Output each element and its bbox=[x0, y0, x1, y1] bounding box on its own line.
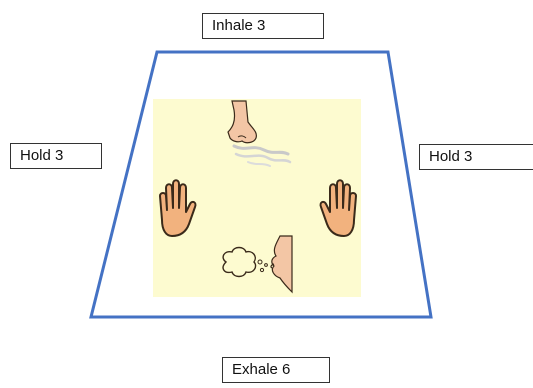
inhale-label: Inhale 3 bbox=[202, 13, 324, 39]
illustration-panel bbox=[153, 99, 361, 297]
raised-hand-icon bbox=[159, 179, 197, 237]
exhale-label: Exhale 6 bbox=[222, 357, 330, 383]
raised-hand-icon bbox=[319, 179, 357, 237]
mouth-exhale-icon bbox=[222, 235, 293, 294]
nose-inhale-icon bbox=[227, 100, 292, 167]
trapezoid-outline bbox=[89, 50, 433, 319]
hold-left-label: Hold 3 bbox=[10, 143, 102, 169]
hold-right-label: Hold 3 bbox=[419, 144, 533, 170]
